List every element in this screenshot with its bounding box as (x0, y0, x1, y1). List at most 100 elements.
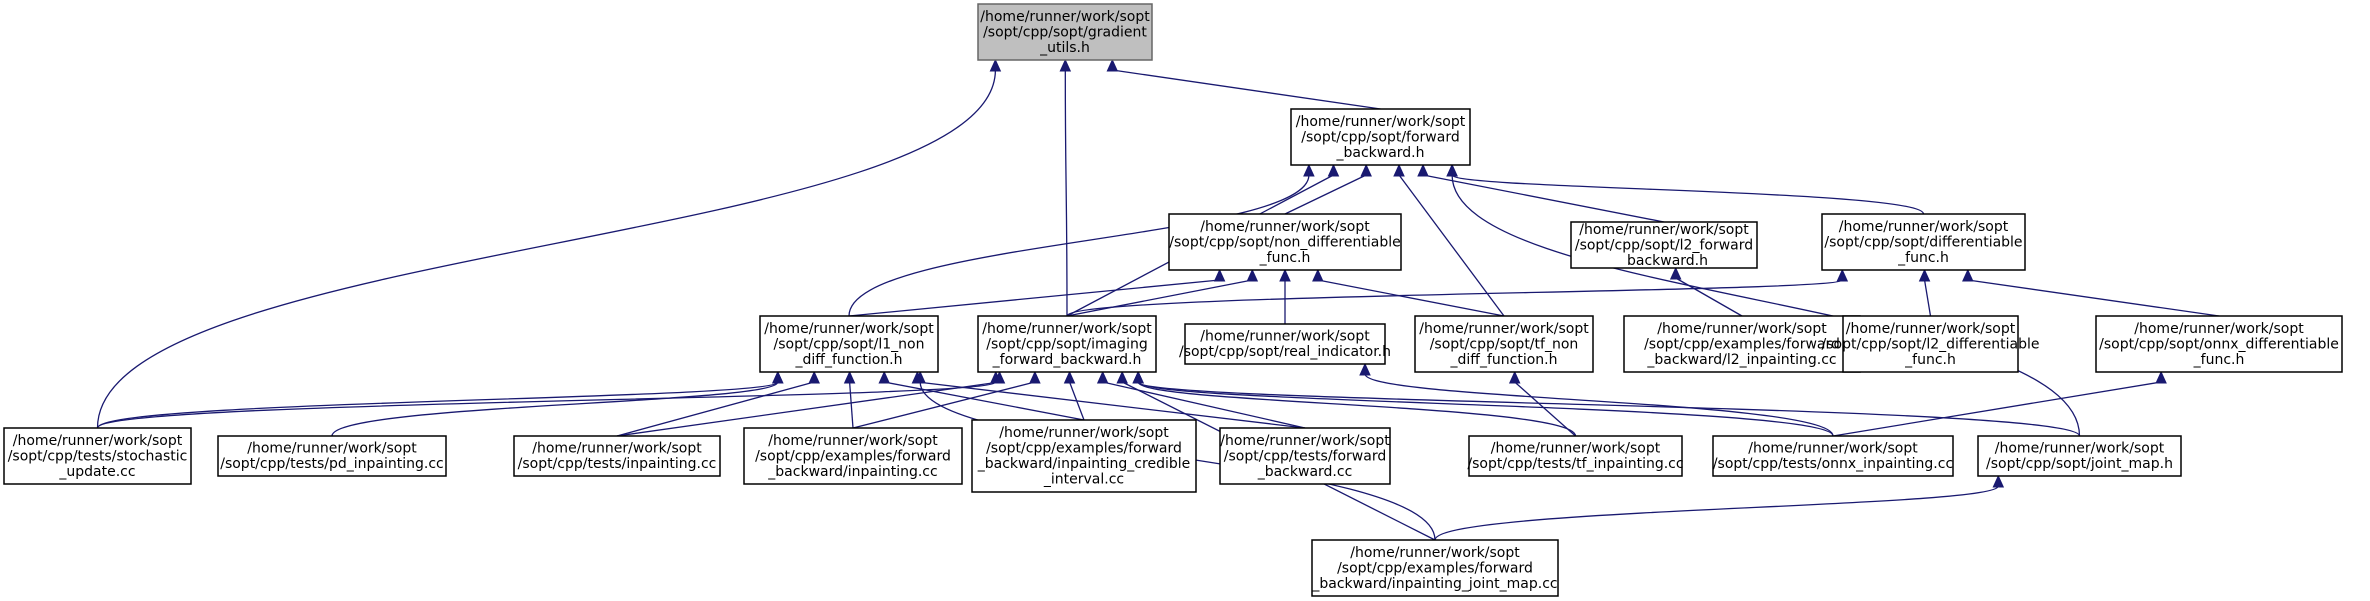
graph-node-l2-differentiable-func[interactable]: /home/runner/work/sopt/sopt/cpp/sopt/l2_… (1822, 315, 2040, 373)
edge-line (616, 381, 1000, 437)
node-label-line: /home/runner/work/sopt (1419, 321, 1589, 337)
node-label-line: _backward.cc (1257, 464, 1353, 480)
edge-line (1068, 381, 1085, 421)
graph-node-forward-backward[interactable]: /home/runner/work/sopt/sopt/cpp/sopt/for… (1290, 108, 1471, 166)
arrowhead (1213, 268, 1226, 282)
arrowhead (993, 370, 1006, 384)
node-label-line: /sopt/cpp/sopt/imaging (986, 336, 1147, 352)
edge-line (331, 381, 779, 437)
node-label-line: /home/runner/work/sopt (768, 433, 938, 449)
arrowhead (1446, 163, 1458, 177)
edge-line (1064, 69, 1068, 317)
edge-onnx-differentiable-func-to-onnx-inpainting (1832, 370, 2167, 437)
node-label-line: /sopt/cpp/tests/stochastic (8, 448, 188, 464)
edge-line (616, 381, 815, 437)
edge-l1-non-diff-function-to-examples-inpainting (843, 370, 856, 429)
graph-node-tests-inpainting[interactable]: /home/runner/work/sopt/sopt/cpp/tests/in… (513, 435, 721, 477)
edge-line (1137, 381, 2081, 437)
node-label-line: /home/runner/work/sopt (1579, 222, 1749, 238)
nodes-layer: /home/runner/work/sopt/sopt/cpp/sopt/gra… (3, 3, 2343, 597)
graph-node-differentiable-func[interactable]: /home/runner/work/sopt/sopt/cpp/sopt/dif… (1821, 213, 2026, 271)
arrowhead (989, 58, 1002, 72)
edge-line (96, 381, 997, 429)
edge-line (1137, 381, 1834, 437)
node-box (1414, 315, 1594, 373)
arrowhead (772, 370, 784, 384)
graph-node-tf-non-diff-function[interactable]: /home/runner/work/sopt/sopt/cpp/sopt/tf_… (1414, 315, 1594, 373)
edge-line (1112, 69, 1381, 110)
graph-node-tests-forward-backward[interactable]: /home/runner/work/sopt/sopt/cpp/tests/fo… (1219, 427, 1391, 485)
graph-node-gradient-utils[interactable]: /home/runner/work/sopt/sopt/cpp/sopt/gra… (977, 3, 1153, 61)
node-label-line: /sopt/cpp/sopt/tf_non (1430, 336, 1579, 352)
edge-tf-non-diff-function-to-tf-inpainting (1508, 370, 1576, 437)
graph-node-pd-inpainting[interactable]: /home/runner/work/sopt/sopt/cpp/tests/pd… (217, 435, 447, 477)
edge-line (1422, 174, 1665, 223)
node-label-line: /home/runner/work/sopt (999, 425, 1169, 441)
graph-node-inpainting-credible-interval[interactable]: /home/runner/work/sopt/sopt/cpp/examples… (971, 419, 1197, 493)
node-box (977, 3, 1153, 61)
edge-line (1066, 279, 1843, 317)
graph-node-examples-inpainting[interactable]: /home/runner/work/sopt/sopt/cpp/examples… (743, 427, 963, 485)
node-label-line: _utils.h (1039, 40, 1090, 56)
edge-forward-backward-to-joint-map (1446, 163, 2081, 437)
graph-node-l2-inpainting[interactable]: /home/runner/work/sopt/sopt/cpp/examples… (1623, 315, 1861, 373)
node-label-line: /home/runner/work/sopt (1995, 441, 2165, 457)
graph-node-stochastic-update[interactable]: /home/runner/work/sopt/sopt/cpp/tests/st… (3, 427, 192, 485)
node-label-line: /home/runner/work/sopt (1200, 219, 1370, 235)
edge-gradient-utils-to-forward-backward (1106, 58, 1381, 110)
edge-line (884, 381, 1085, 421)
node-label-line: _backward/inpainting_credible (977, 456, 1190, 472)
graph-node-l1-non-diff-function[interactable]: /home/runner/work/sopt/sopt/cpp/sopt/l1_… (759, 315, 939, 373)
node-box (1977, 435, 2182, 477)
graph-node-tf-inpainting[interactable]: /home/runner/work/sopt/sopt/cpp/tests/tf… (1467, 435, 1684, 477)
node-label-line: /sopt/cpp/examples/forward (1644, 336, 1840, 352)
node-label-line: /home/runner/work/sopt (980, 9, 1150, 25)
arrowhead (1106, 58, 1119, 72)
edge-imaging-forward-backward-to-onnx-inpainting (1132, 370, 1834, 437)
edge-line (848, 279, 1220, 317)
graph-node-real-indicator[interactable]: /home/runner/work/sopt/sopt/cpp/sopt/rea… (1179, 323, 1391, 365)
graph-node-imaging-forward-backward[interactable]: /home/runner/work/sopt/sopt/cpp/sopt/ima… (977, 315, 1157, 373)
arrowhead (843, 370, 856, 384)
edge-line (1514, 381, 1576, 437)
node-label-line: /home/runner/work/sopt (532, 441, 702, 457)
node-box (1311, 539, 1559, 597)
graph-node-inpainting-joint-map[interactable]: /home/runner/work/sopt/sopt/cpp/examples… (1311, 539, 1559, 597)
edge-line (1364, 373, 1834, 437)
node-box (1842, 315, 2019, 373)
arrowhead (1096, 370, 1109, 384)
graph-node-joint-map[interactable]: /home/runner/work/sopt/sopt/cpp/sopt/joi… (1977, 435, 2182, 477)
edge-non-differentiable-func-to-real-indicator (1279, 268, 1291, 324)
node-label-line: _func.h (2193, 352, 2245, 368)
node-label-line: /sopt/cpp/sopt/l1_non (774, 336, 925, 352)
arrowhead (1918, 268, 1931, 282)
edge-l1-non-diff-function-to-pd-inpainting (331, 370, 784, 437)
edge-non-differentiable-func-to-l1-non-diff-function (848, 268, 1226, 317)
node-box (1290, 108, 1471, 166)
node-box (1184, 323, 1386, 365)
node-label-line: _interval.cc (1043, 472, 1124, 488)
node-box (3, 427, 192, 485)
node-label-line: /home/runner/work/sopt (1350, 545, 1520, 561)
arrowhead (1303, 163, 1315, 177)
edge-line (1675, 277, 1743, 317)
node-box (1712, 435, 1954, 477)
arrowhead (808, 370, 820, 384)
edge-l2-forward-backward-to-l2-inpainting (1669, 266, 1743, 317)
edge-line (848, 174, 1310, 317)
arrowhead (1312, 268, 1324, 282)
edge-line (96, 69, 997, 429)
node-label-line: /sopt/cpp/tests/tf_inpainting.cc (1467, 456, 1683, 472)
graph-node-l2-forward-backward[interactable]: /home/runner/work/sopt/sopt/cpp/sopt/l2_… (1570, 221, 1758, 269)
graph-node-onnx-differentiable-func[interactable]: /home/runner/work/sopt/sopt/cpp/sopt/onn… (2095, 315, 2343, 373)
edge-imaging-forward-backward-to-stochastic-update (96, 370, 1002, 429)
node-label-line: /home/runner/work/sopt (13, 433, 183, 449)
arrowhead (1417, 163, 1429, 177)
arrowhead (1360, 163, 1372, 177)
graph-node-onnx-inpainting[interactable]: /home/runner/work/sopt/sopt/cpp/tests/on… (1712, 435, 1954, 477)
node-label-line: /home/runner/work/sopt (247, 441, 417, 457)
node-box (1168, 213, 1402, 271)
graph-node-non-differentiable-func[interactable]: /home/runner/work/sopt/sopt/cpp/sopt/non… (1168, 213, 1402, 271)
edge-gradient-utils-to-stochastic-update (96, 58, 1002, 429)
